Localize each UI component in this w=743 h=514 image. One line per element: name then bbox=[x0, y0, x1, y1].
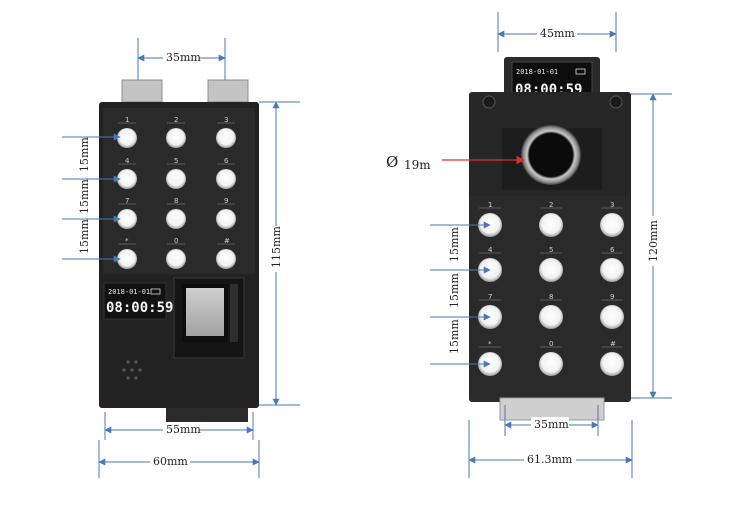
right-keypad-body bbox=[469, 196, 631, 402]
left-keypad: 1 2 3 4 5 6 7 8 9 * 0 # bbox=[117, 116, 236, 269]
right-key-6[interactable] bbox=[600, 258, 624, 282]
left-key-label: 9 bbox=[224, 197, 228, 205]
right-inner-width-label: 35mm bbox=[534, 418, 569, 431]
left-key-label: 5 bbox=[174, 157, 178, 165]
left-key-hash[interactable] bbox=[216, 249, 236, 269]
left-key-label: 6 bbox=[224, 157, 229, 165]
left-height-label: 115mm bbox=[270, 226, 283, 268]
left-top-bracket-left bbox=[121, 79, 163, 103]
right-key-hash[interactable] bbox=[600, 352, 624, 376]
right-key-9[interactable] bbox=[600, 305, 624, 329]
left-key-1[interactable] bbox=[117, 128, 137, 148]
right-row-spacing-2: 15mm bbox=[448, 273, 461, 308]
left-key-label: 1 bbox=[125, 116, 129, 124]
left-key-star[interactable] bbox=[117, 249, 137, 269]
right-key-label: # bbox=[610, 340, 616, 348]
left-key-label: 2 bbox=[174, 116, 178, 124]
right-key-label: * bbox=[488, 340, 492, 348]
left-key-3[interactable] bbox=[216, 128, 236, 148]
left-top-width-label: 35mm bbox=[166, 51, 201, 64]
right-key-label: 6 bbox=[610, 246, 615, 254]
fingerprint-window-icon bbox=[173, 277, 245, 359]
right-key-label: 1 bbox=[488, 201, 492, 209]
left-key-8[interactable] bbox=[166, 209, 186, 229]
left-screen-date: 2018-01-01 bbox=[108, 288, 150, 296]
left-key-7[interactable] bbox=[117, 209, 137, 229]
right-key-label: 2 bbox=[549, 201, 553, 209]
left-key-label: 7 bbox=[125, 197, 129, 205]
left-device: 1 2 3 4 5 6 7 8 9 * 0 # 2018-01-01 08:00:59 bbox=[99, 79, 259, 422]
left-screen-time: 08:00:59 bbox=[106, 300, 173, 316]
left-key-label: 8 bbox=[174, 197, 178, 205]
left-key-6[interactable] bbox=[216, 169, 236, 189]
left-row-spacing-3: 15mm bbox=[78, 219, 91, 254]
left-key-label: 0 bbox=[174, 237, 178, 245]
right-screen-date: 2018-01-01 bbox=[516, 68, 558, 76]
left-oled-screen: 2018-01-01 08:00:59 bbox=[103, 282, 173, 320]
right-key-label: 0 bbox=[549, 340, 553, 348]
right-key-0[interactable] bbox=[539, 352, 563, 376]
right-top-width-label: 45mm bbox=[540, 27, 575, 40]
left-key-4[interactable] bbox=[117, 169, 137, 189]
right-key-5[interactable] bbox=[539, 258, 563, 282]
right-key-label: 4 bbox=[488, 246, 493, 254]
right-key-label: 5 bbox=[549, 246, 553, 254]
left-key-label: # bbox=[224, 237, 230, 245]
right-key-label: 7 bbox=[488, 293, 492, 301]
left-key-2[interactable] bbox=[166, 128, 186, 148]
left-row-spacing-1: 15mm bbox=[78, 137, 91, 172]
right-keypad: 1 2 3 4 5 6 7 8 9 * 0 # bbox=[478, 201, 624, 376]
left-key-label: 4 bbox=[125, 157, 130, 165]
right-bottom-bracket bbox=[499, 397, 605, 421]
right-outer-width-label: 61.3mm bbox=[527, 453, 573, 466]
right-key-2[interactable] bbox=[539, 213, 563, 237]
round-fingerprint-sensor-icon bbox=[521, 125, 581, 185]
right-key-label: 9 bbox=[610, 293, 614, 301]
left-key-5[interactable] bbox=[166, 169, 186, 189]
left-key-label: 3 bbox=[224, 116, 228, 124]
left-key-label: * bbox=[125, 237, 129, 245]
right-key-label: 8 bbox=[549, 293, 553, 301]
left-row-spacing-2: 15mm bbox=[78, 179, 91, 214]
right-row-spacing-3: 15mm bbox=[448, 319, 461, 354]
left-outer-width-label: 60mm bbox=[153, 455, 188, 468]
right-height-label: 120mm bbox=[647, 220, 660, 262]
right-row-spacing-1: 15mm bbox=[448, 227, 461, 262]
left-inner-width-label: 55mm bbox=[166, 423, 201, 436]
left-key-9[interactable] bbox=[216, 209, 236, 229]
right-key-8[interactable] bbox=[539, 305, 563, 329]
left-top-bracket-right bbox=[207, 79, 249, 103]
diameter-symbol: Ø bbox=[386, 153, 398, 171]
sensor-diameter-label: 19m bbox=[404, 158, 431, 172]
right-key-3[interactable] bbox=[600, 213, 624, 237]
right-key-label: 3 bbox=[610, 201, 614, 209]
left-key-0[interactable] bbox=[166, 249, 186, 269]
speaker-grille-icon bbox=[122, 360, 142, 380]
